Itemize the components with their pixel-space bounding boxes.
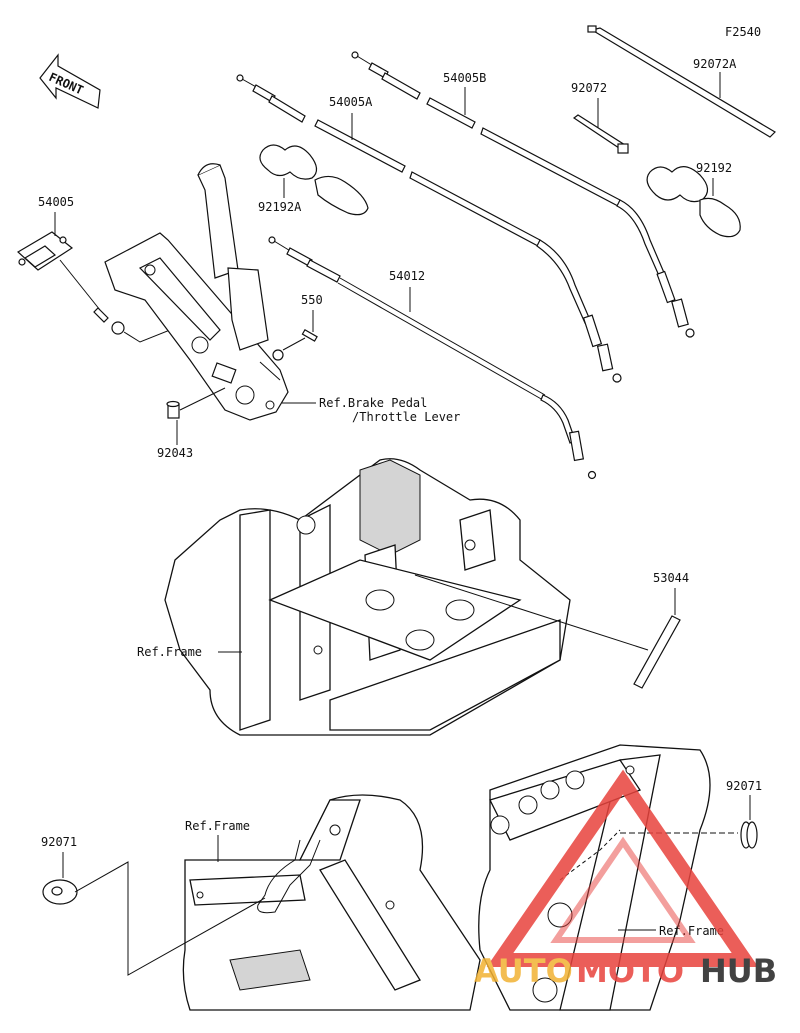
- part-label-92071-right: 92071: [726, 779, 762, 793]
- grommet-92192: [646, 166, 741, 238]
- part-label-54012: 54012: [389, 269, 425, 283]
- cable-tie-92072A: [587, 25, 776, 138]
- watermark-part3: HUB: [700, 952, 777, 990]
- frame-middle: [164, 458, 571, 736]
- frame-bottom-left: [182, 794, 481, 1011]
- grommet-92071-left: [42, 879, 78, 905]
- part-label-550: 550: [301, 293, 323, 307]
- ref-frame-mid: Ref.Frame: [137, 645, 202, 659]
- grommet-92192A: [259, 144, 369, 216]
- cable-54005A: [236, 74, 622, 383]
- strip-53044: [633, 615, 681, 689]
- ref-frame-bottom-right: Ref.Frame: [659, 924, 724, 938]
- part-label-54005: 54005: [38, 195, 74, 209]
- part-label-92043: 92043: [157, 446, 193, 460]
- part-label-54005A: 54005A: [329, 95, 373, 109]
- cable-tie-92072: [572, 114, 629, 154]
- cable-54005B: [351, 51, 695, 338]
- warning-triangle-icon: [486, 769, 759, 967]
- pin-550: [301, 328, 318, 342]
- pin-92043: [166, 400, 180, 419]
- ref-frame-bottom-left: Ref.Frame: [185, 819, 250, 833]
- grommet-92071-right: [740, 821, 758, 849]
- ref-brake-pedal: Ref.Brake Pedal: [319, 396, 427, 410]
- watermark-part2: MOTO: [576, 952, 684, 990]
- part-label-92072: 92072: [571, 81, 607, 95]
- cable-54012: [268, 236, 597, 480]
- ref-throttle-lever: /Throttle Lever: [352, 410, 460, 424]
- part-label-92192: 92192: [696, 161, 732, 175]
- lever-bracket-assembly: [104, 163, 289, 421]
- watermark-part1: AUTO: [474, 952, 573, 990]
- front-arrow-icon: FRONT: [39, 53, 101, 109]
- part-label-92192A: 92192A: [258, 200, 302, 214]
- part-label-92072A: 92072A: [693, 57, 737, 71]
- part-label-92071-left: 92071: [41, 835, 77, 849]
- watermark-logo: AUTO MOTO HUB: [474, 769, 777, 990]
- part-label-54005B: 54005B: [443, 71, 486, 85]
- frame-bottom-right: [478, 744, 711, 1011]
- figure-code: F2540: [725, 25, 761, 39]
- part-label-53044: 53044: [653, 571, 689, 585]
- cable-54005: [16, 231, 201, 343]
